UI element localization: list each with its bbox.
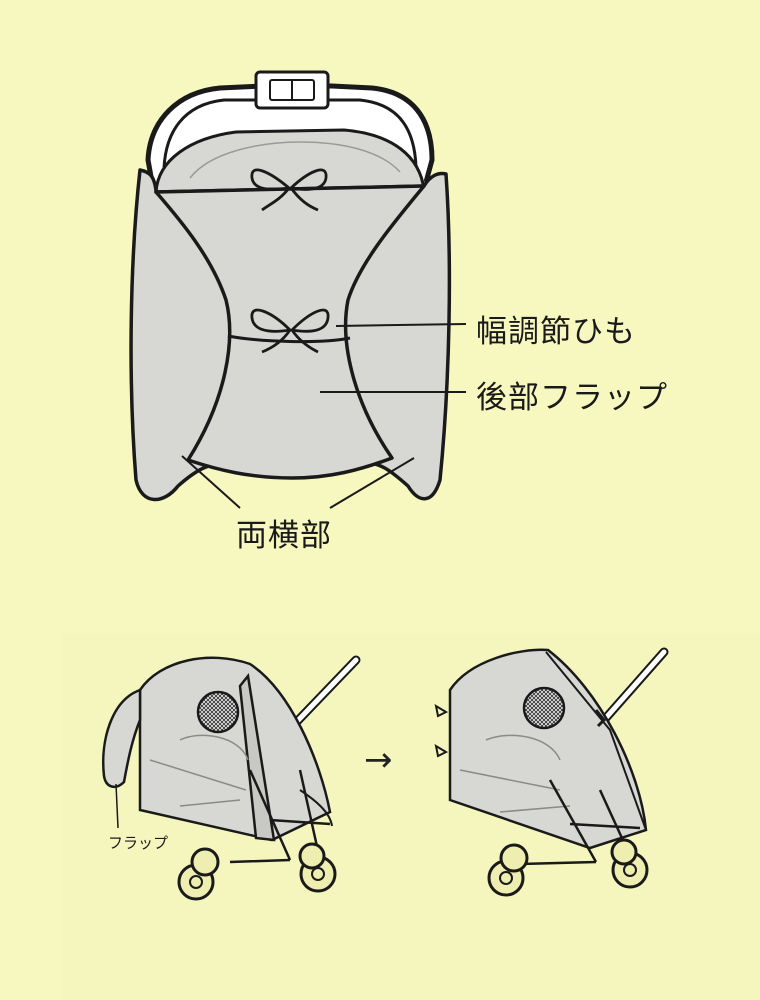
label-both-sides: 両横部 [236, 518, 332, 554]
label-flap: フラップ [108, 834, 169, 852]
mesh-window [196, 690, 240, 734]
leader-flap [115, 783, 119, 829]
label-width-strap: 幅調節ひも [476, 314, 636, 350]
stroller-cover-front-view [129, 70, 467, 509]
canopy-top [154, 128, 426, 200]
wheel-icon [177, 842, 337, 901]
leader-side-right [329, 457, 415, 509]
wheel-icon [487, 838, 649, 897]
label-rear-flap: 後部フラップ [476, 380, 668, 416]
leader-width-strap [335, 323, 467, 327]
stroller-flap-closed [434, 647, 669, 897]
top-bow-icon [250, 168, 328, 212]
mesh-window [522, 686, 566, 730]
strap-bow-icon [250, 308, 330, 354]
stroller-flap-open [102, 655, 361, 901]
leader-side-left [181, 455, 241, 509]
handle-buckle [254, 70, 330, 110]
right-arrow-icon: → [364, 740, 393, 780]
